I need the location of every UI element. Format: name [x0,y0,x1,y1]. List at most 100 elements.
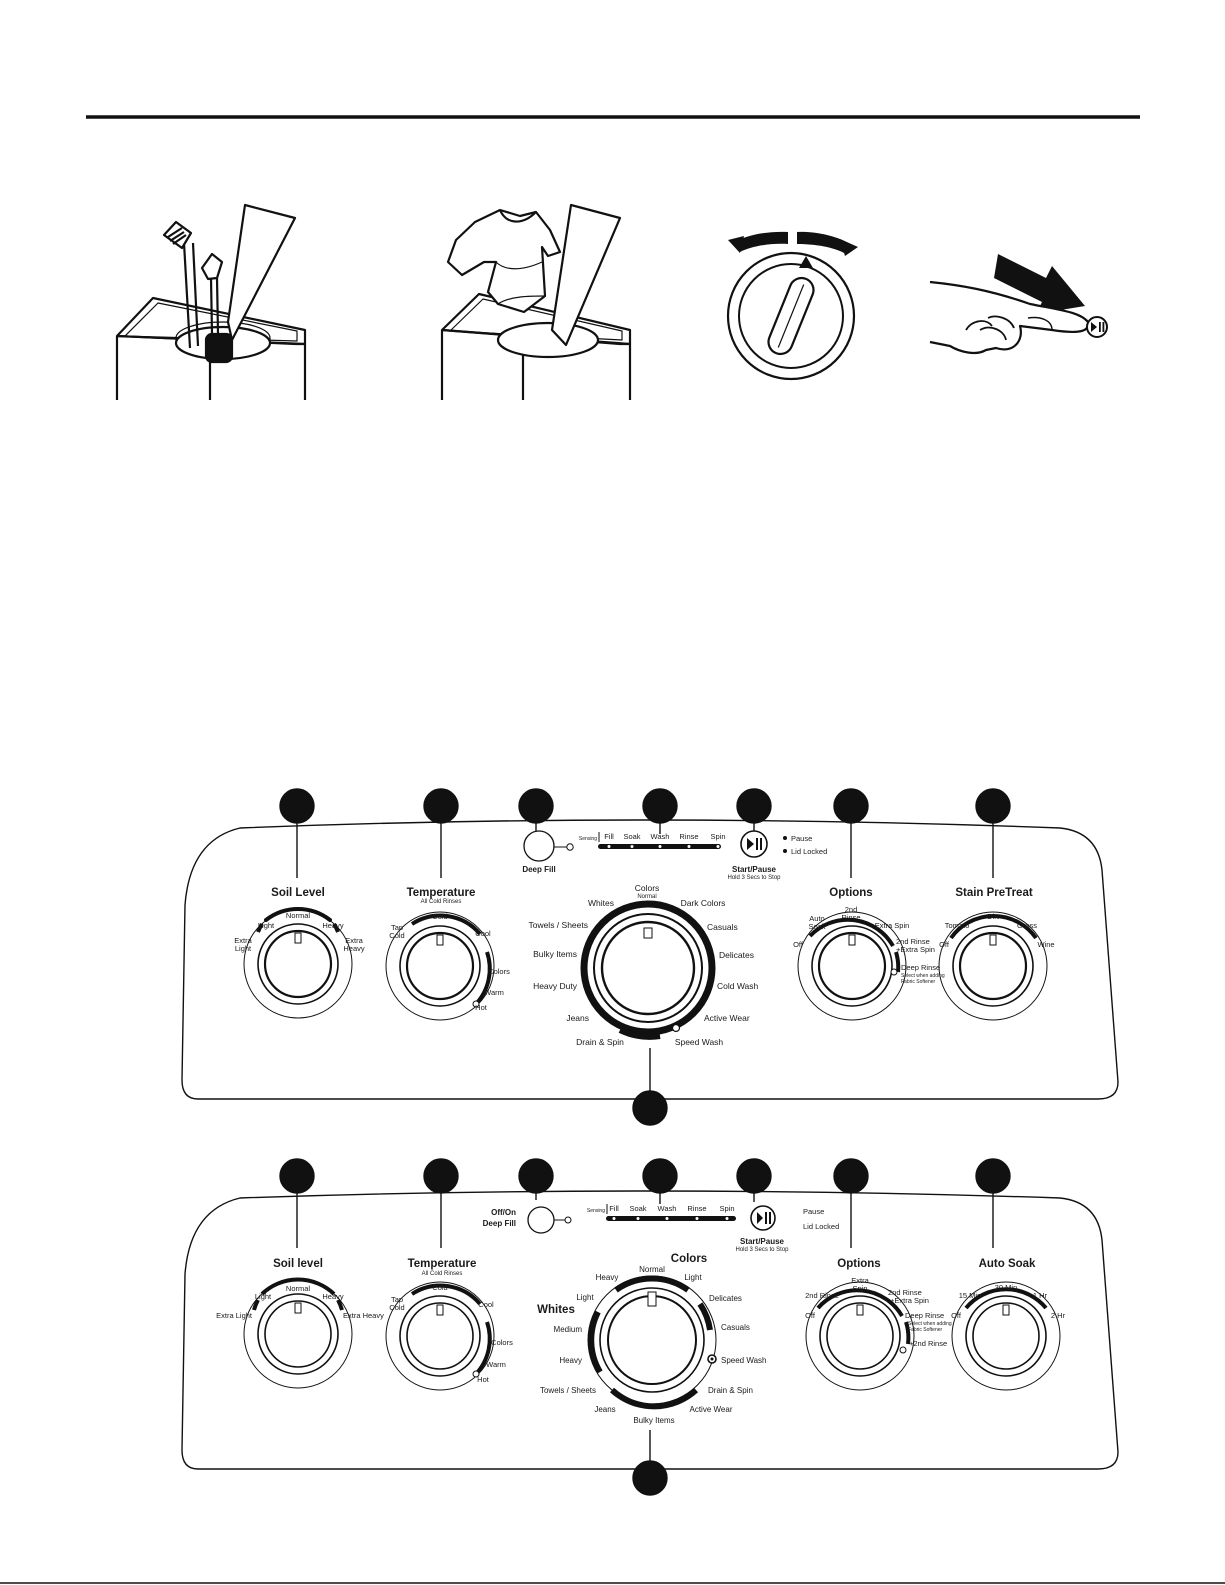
status-rinse: Rinse [679,832,698,841]
cycle-selector-knob[interactable] [580,900,716,1040]
auto-soak-knob[interactable] [951,1281,1061,1391]
svg-text:Cold: Cold [389,931,404,940]
deep-fill-label: Deep Fill [522,865,555,874]
cycle2-light-colors: Light [684,1273,702,1282]
cycle-bulky-items: Bulky Items [533,949,577,959]
status2-spin: Spin [719,1204,734,1213]
cycle-status-labels-2: Fill Soak Wash Rinse Spin [609,1204,734,1213]
options2-2nd-rinse-extra-spin: 2nd Rinse [888,1288,922,1297]
pause-indicator-label-2: Pause [803,1207,824,1216]
cycle-speed-wash: Speed Wash [675,1037,724,1047]
options-knob[interactable] [797,911,907,1021]
illustration-add-detergent [115,203,307,400]
options-extra-spin: Extra Spin [875,921,910,930]
temp-tap-cold: Tap [391,923,403,932]
cycle-casuals: Casuals [707,922,738,932]
soil-level-knob[interactable] [243,906,353,1019]
temp-colors: Colors [488,967,510,976]
auto-soak-15min: 15 Min [959,1291,982,1300]
cycle2-light-whites: Light [576,1293,594,1302]
soil-extra-heavy: Extra [345,936,363,945]
cycle2-whites: Whites [537,1304,575,1316]
temp2-cool: Cool [478,1300,494,1309]
cycle2-delicates: Delicates [709,1294,742,1303]
cycle-delicates: Delicates [719,950,754,960]
deep-fill-button[interactable] [523,830,555,862]
temperature-knob-2[interactable] [385,1281,495,1391]
soil2-light: Light [255,1292,272,1301]
cycle2-medium: Medium [554,1325,583,1334]
svg-text:Light: Light [235,944,252,953]
auto-soak-30min: 30 Min [995,1283,1018,1292]
deep-fill-label-2: Deep Fill [483,1219,516,1228]
panel-1-outline [181,819,1119,1100]
status2-rinse: Rinse [687,1204,706,1213]
off-on-label: Off/On [491,1208,516,1217]
temp-warm: Warm [484,988,504,997]
options-auto-soak: Auto [809,914,824,923]
temperature-title: Temperature [407,887,476,899]
status-wash: Wash [651,832,670,841]
svg-text:+Extra Spin: +Extra Spin [896,945,935,954]
start-pause-button-2[interactable] [750,1205,776,1231]
start-pause-label-2: Start/Pause [740,1237,785,1246]
stain-off: Off [939,940,950,949]
start-pause-sublabel-2: Hold 3 Secs to Stop [735,1247,789,1253]
soil-level-title: Soil Level [271,887,325,899]
cycle-colors: Colors [635,883,660,893]
cycle-status-labels: Fill Soak Wash Rinse Spin [604,832,725,841]
soil-normal: Normal [286,911,311,920]
cycle-heavy-duty: Heavy Duty [533,981,578,991]
temp-cold: Cold [432,912,447,921]
illustration-load-clothes [440,203,632,400]
temp-cool: Cool [475,929,491,938]
temperature-sub: All Cold Rinses [421,899,462,905]
callout-markers-panel-1 [279,788,1011,1126]
cycle-towels-sheets: Towels / Sheets [528,920,588,930]
cycle-dark-colors: Dark Colors [681,898,726,908]
temperature-knob[interactable] [385,911,495,1021]
options2-plus-2nd-rinse: +2nd Rinse [909,1339,947,1348]
start-pause-label: Start/Pause [732,865,777,874]
cycle2-speed-wash: Speed Wash [721,1356,767,1365]
stain-pretreat-knob[interactable] [938,911,1048,1021]
cycle-normal: Normal [637,894,656,900]
svg-text:Rinse: Rinse [841,913,860,922]
options-2nd-rinse-extra-spin: 2nd Rinse [896,937,930,946]
svg-text:Spin: Spin [852,1284,867,1293]
cycle2-jeans: Jeans [594,1405,615,1414]
svg-text:Fabric Softener: Fabric Softener [901,979,936,985]
cycle2-heavy: Heavy [559,1356,582,1365]
stain-tomato: Tomato [945,921,970,930]
cycle-jeans: Jeans [566,1013,589,1023]
soil2-normal: Normal [286,1284,311,1293]
options2-deep-rinse: Deep Rinse [905,1311,944,1320]
start-pause-sublabel: Hold 3 Secs to Stop [727,875,781,881]
status2-soak: Soak [629,1204,646,1213]
start-pause-button[interactable] [740,830,768,858]
off-on-deep-fill-button[interactable] [527,1206,555,1234]
temp-hot: Hot [475,1003,488,1012]
options-deep-rinse: Deep Rinse [901,963,940,972]
panel-2-outline [181,1190,1119,1470]
status-spin: Spin [710,832,725,841]
options-knob-2[interactable] [805,1281,915,1391]
temperature-sub-2: All Cold Rinses [422,1271,463,1277]
status2-wash: Wash [658,1204,677,1213]
soil-level-knob-2[interactable] [243,1277,353,1389]
options2-2nd-rinse: 2nd Rinse [805,1291,839,1300]
svg-text:Heavy: Heavy [343,944,365,953]
svg-text:Soak: Soak [808,922,825,931]
auto-soak-2hr: 2 Hr [1051,1311,1066,1320]
svg-text:+Extra Spin: +Extra Spin [890,1296,929,1305]
soil-heavy: Heavy [322,921,344,930]
options-title-2: Options [837,1258,880,1270]
soil-level-title-2: Soil level [273,1258,323,1270]
cycle-selector-knob-2[interactable] [587,1275,717,1410]
svg-text:Select when adding: Select when adding [901,973,945,979]
cycle2-casuals: Casuals [721,1323,750,1332]
options-title: Options [829,887,872,899]
cycle2-bulky-items: Bulky Items [633,1416,674,1425]
control-panel-2: Off/On Deep Fill Sensing Fill Soak Wash … [181,1158,1119,1496]
